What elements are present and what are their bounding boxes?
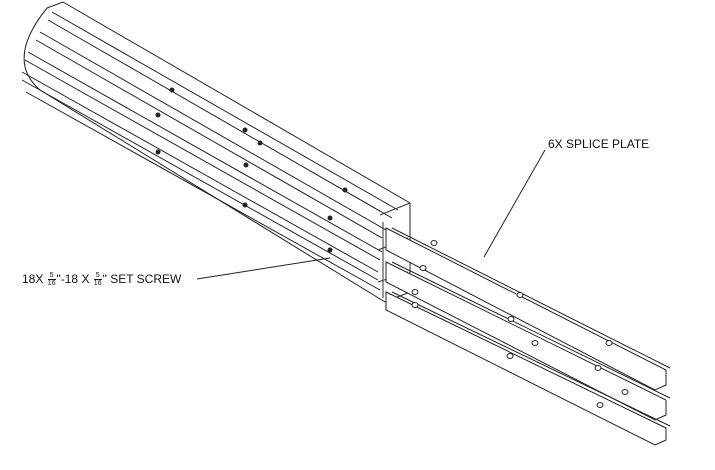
extrusion-ribs <box>21 11 399 291</box>
splice-plate-leader <box>483 149 546 258</box>
splice-plate-bottom <box>385 291 671 446</box>
length-denominator: 16 <box>93 280 102 288</box>
set-screw-thread: "-18 X <box>56 272 90 286</box>
set-screws <box>155 87 348 253</box>
splice-plate-top <box>385 227 671 391</box>
splice-plate-callout: 6X SPLICE PLATE <box>548 137 650 151</box>
size-numerator: 5 <box>47 272 56 281</box>
plate-holes <box>411 240 629 408</box>
set-screw-suffix: " SET SCREW <box>102 272 182 286</box>
set-screw-qty: 18X <box>22 272 44 286</box>
size-denominator: 16 <box>47 280 56 288</box>
length-numerator: 5 <box>93 272 102 281</box>
set-screw-leader <box>196 257 331 280</box>
splice-plate-middle <box>385 261 671 421</box>
